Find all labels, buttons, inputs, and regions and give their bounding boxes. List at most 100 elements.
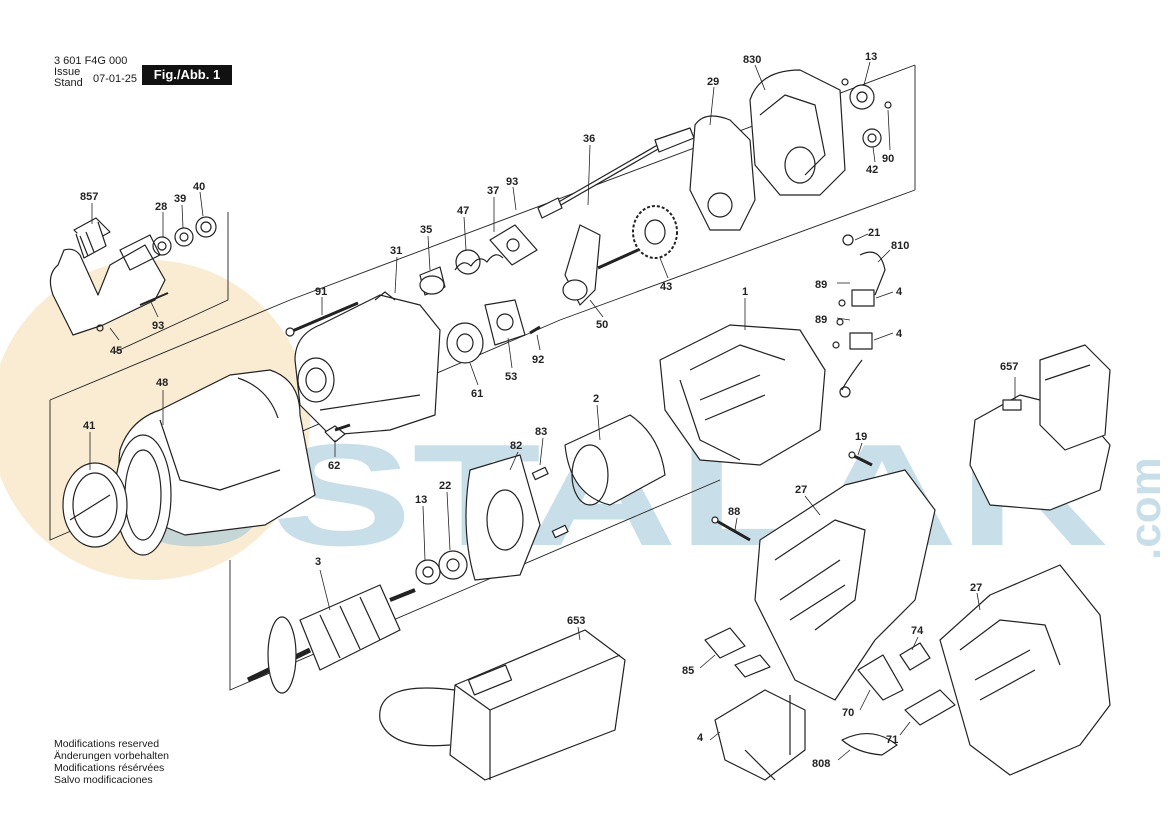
part-42-bushing	[862, 128, 882, 148]
part-group-857	[73, 216, 217, 259]
part-830-bearing-housing	[749, 69, 846, 196]
label-810: 810	[891, 240, 909, 252]
label-830: 830	[743, 54, 761, 66]
part-74-slider	[899, 642, 931, 671]
label-808: 808	[812, 758, 830, 770]
watermark-domain: .com	[1121, 457, 1168, 560]
label-37: 37	[487, 185, 499, 197]
part-91-screw	[285, 301, 359, 337]
label-82: 82	[510, 440, 522, 452]
label-89-b: 89	[815, 314, 827, 326]
part-657-battery	[969, 344, 1111, 511]
label-2: 2	[593, 393, 599, 405]
part-19-screw	[848, 451, 873, 467]
part-83-pins	[531, 466, 569, 539]
issue-label-de: Stand	[54, 77, 83, 89]
part-61-bearing	[446, 322, 484, 364]
label-19: 19	[855, 431, 867, 443]
part-88-screw	[711, 516, 751, 542]
label-13-a: 13	[865, 51, 877, 63]
label-93-a: 93	[152, 320, 164, 332]
label-61: 61	[471, 388, 483, 400]
part-82-shield	[465, 454, 541, 581]
note-de: Änderungen vorbehalten	[54, 750, 170, 762]
part-62-screw	[324, 423, 351, 443]
part-31-gear-housing	[294, 291, 441, 436]
part-13-bearing-top	[841, 78, 892, 110]
part-27-housing-left	[754, 469, 936, 701]
label-28: 28	[155, 201, 167, 213]
label-43: 43	[660, 281, 672, 293]
part-29-gasket	[689, 115, 756, 231]
part-45-lever	[49, 234, 169, 336]
label-35: 35	[420, 224, 432, 236]
part-70-trigger	[857, 654, 904, 701]
label-47: 47	[457, 205, 469, 217]
label-88: 88	[728, 506, 740, 518]
part-71-lock-button	[904, 689, 956, 726]
part-37-plate	[489, 224, 538, 266]
figure-label: Fig./Abb. 1	[142, 65, 232, 85]
label-41: 41	[83, 420, 95, 432]
part-1-motor-housing	[659, 324, 826, 466]
issue-date: 07-01-25	[93, 73, 138, 85]
part-13-bearing-lower	[415, 559, 441, 585]
label-83: 83	[535, 426, 547, 438]
part-brush-assembly	[832, 234, 886, 398]
part-3-armature	[246, 584, 416, 694]
label-48: 48	[156, 377, 168, 389]
part-85-cover	[704, 627, 771, 678]
label-71: 71	[886, 734, 898, 746]
label-3: 3	[315, 556, 321, 568]
label-40: 40	[193, 181, 205, 193]
label-27-b: 27	[970, 582, 982, 594]
label-70: 70	[842, 707, 854, 719]
label-36: 36	[583, 133, 595, 145]
label-13-b: 13	[415, 494, 427, 506]
part-50-crank	[562, 224, 639, 306]
note-es: Salvo modificaciones	[54, 774, 153, 786]
label-53: 53	[505, 371, 517, 383]
part-41-guard-ring	[62, 462, 128, 548]
part-808-label	[841, 733, 898, 756]
part-labels: 857 28 39 40 93 45 48 41 91 31 35 47 37 …	[80, 51, 1018, 770]
label-31: 31	[390, 245, 402, 257]
part-43-gear	[632, 205, 678, 259]
part-36-plunger	[537, 127, 695, 219]
note-fr: Modifications résérvées	[54, 762, 165, 774]
label-92: 92	[532, 354, 544, 366]
label-93-b: 93	[506, 176, 518, 188]
label-21: 21	[868, 227, 880, 239]
label-50: 50	[596, 319, 608, 331]
label-39: 39	[174, 193, 186, 205]
label-29: 29	[707, 76, 719, 88]
part-2-stator	[564, 414, 666, 506]
label-85: 85	[682, 665, 694, 677]
part-47-spring	[454, 249, 504, 275]
label-653: 653	[567, 615, 585, 627]
label-89-a: 89	[815, 279, 827, 291]
part-27-housing-right	[939, 564, 1111, 776]
label-90: 90	[882, 153, 894, 165]
part-653-charger	[379, 629, 626, 781]
label-657: 657	[1000, 361, 1018, 373]
leader-lines	[89, 61, 1016, 761]
label-22: 22	[439, 480, 451, 492]
label-4-c: 4	[697, 732, 704, 744]
part-92-screw	[529, 325, 541, 335]
label-62: 62	[328, 460, 340, 472]
note-en: Modifications reserved	[54, 738, 160, 750]
label-91: 91	[315, 286, 327, 298]
label-4-b: 4	[896, 328, 903, 340]
label-45: 45	[110, 345, 122, 357]
label-1: 1	[742, 286, 748, 298]
document-number: 3 601 F4G 000	[54, 55, 128, 67]
part-22-bushing	[438, 550, 468, 580]
label-27-a: 27	[795, 484, 807, 496]
part-4-switch	[714, 689, 806, 781]
part-53-plate	[484, 299, 526, 346]
part-48-front-housing	[114, 369, 316, 556]
label-4-a: 4	[896, 286, 903, 298]
part-35-bushing	[419, 266, 446, 296]
